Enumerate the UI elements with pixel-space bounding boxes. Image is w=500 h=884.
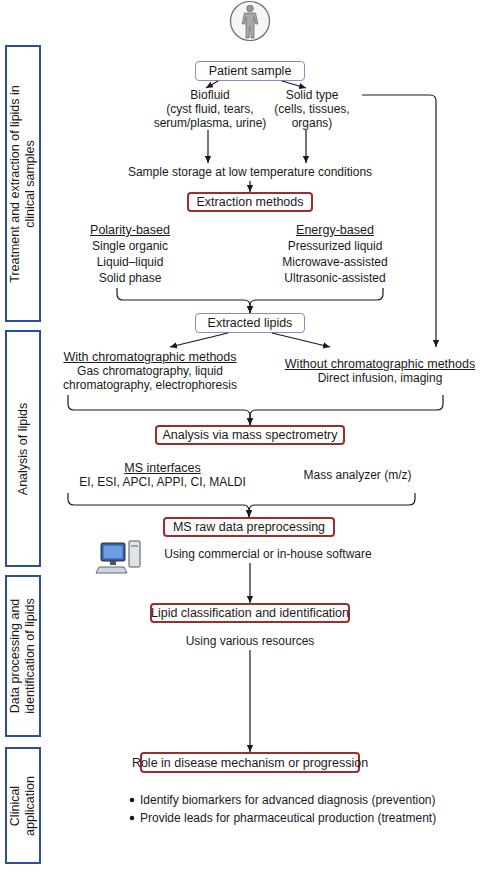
node-text: MS raw data preprocessing [173,520,325,534]
patient-icon [231,2,270,41]
screen [104,546,123,559]
tower-slot [131,546,138,547]
flow-arrow [249,650,250,752]
patient-body [242,13,258,38]
process-box: Extraction methods [187,192,313,212]
band-label: Treatment and extraction of lipids in cl… [8,66,38,301]
flow-arrow [362,95,436,347]
node-text: Gas chromatography, liquid chromatograph… [55,364,245,392]
flow-arrow [272,333,330,347]
flow-arrow [249,181,250,192]
flow-arrow [207,130,208,163]
flow-arrow [68,493,249,517]
node-text: EI, ESI, APCI, APPI, CI, MALDI [79,475,246,489]
flow-arrow [117,288,250,313]
node-text: Single organic [92,238,168,254]
node-text: Mass analyzer (m/z) [303,468,411,482]
process-box: Lipid classification and identification [150,603,350,623]
flow-arrow [250,288,383,313]
node-text: Microwave-assisted [282,254,387,270]
stage-band: Data processing and identification of li… [5,575,41,737]
stage-band: Analysis of lipids [5,330,41,567]
node-heading: With chromatographic methods [64,350,237,364]
node-text: Using commercial or in-house software [164,547,371,561]
node-text: Solid phase [99,270,162,286]
process-box: Role in disease mechanism or progression [140,752,360,773]
flow-arrow [282,81,306,88]
method-list: Polarity-basedSingle organicLiquid–liqui… [75,220,185,288]
flow-arrow [249,493,415,517]
flow-arrow [305,130,306,163]
node-text: Solid type [286,88,339,102]
keyboard [96,567,127,573]
node-text: Lipid classification and identification [151,606,349,620]
monitor-stand [110,561,116,565]
node-text: (cells, tissues, organs) [262,102,362,130]
flow-arrow [249,563,250,603]
process-box: Analysis via mass spectrometry [155,425,345,445]
bullet-text: Provide leads for pharmaceutical product… [140,811,436,825]
stage-band: Treatment and extraction of lipids in cl… [5,45,41,322]
bullet-dot [130,816,135,821]
step-text: Using commercial or in-house software [148,545,388,563]
patient-head [247,5,254,12]
node-heading: Without chromatographic methods [285,357,475,371]
sample-type: Solid type(cells, tissues, organs) [262,88,362,130]
method-group: Without chromatographic methodsDirect in… [262,347,498,395]
node-text: Sample storage at low temperature condit… [128,165,372,179]
method-list: Energy-basedPressurized liquidMicrowave-… [265,220,405,288]
node-heading: MS interfaces [124,461,200,475]
stage-band: Clinical application [5,747,41,864]
node-text: Using various resources [186,634,315,648]
band-label: Analysis of lipids [16,349,31,549]
step-text: Using various resources [175,632,325,650]
node-text: Direct infusion, imaging [318,371,443,385]
node-heading: Polarity-based [90,222,170,238]
band-label: Clinical application [8,761,38,851]
bullet-text: Identify biomarkers for advanced diagnos… [140,793,436,807]
method-group: With chromatographic methodsGas chromato… [55,347,245,395]
step-text: Sample storage at low temperature condit… [110,163,390,181]
sample-type: Biofluid(cyst fluid, tears, serum/plasma… [145,88,275,130]
computer-icon [96,541,140,573]
node-text: Patient sample [209,64,292,78]
node-text: Ultrasonic-assisted [284,270,385,286]
sample-box: Patient sample [195,61,305,81]
tower [129,541,140,567]
node-text: Extracted lipids [208,316,293,330]
node-text: Role in disease mechanism or progression [132,756,368,770]
node-text: Extraction methods [197,195,304,209]
band-label: Data processing and identification of li… [8,584,38,729]
flow-arrow [250,395,443,425]
node-text: Biofluid [190,88,229,102]
flow-arrow [170,333,228,347]
node-text: (cyst fluid, tears, serum/plasma, urine) [145,102,275,130]
node-text: Analysis via mass spectrometry [162,428,337,442]
node-text: Pressurized liquid [288,238,383,254]
bullet-dot [130,798,135,803]
monitor [101,543,125,561]
patient-icon-ring [231,2,270,41]
process-box: MS raw data preprocessing [163,517,335,537]
flow-arrow [68,395,250,425]
node-text: Liquid–liquid [97,254,164,270]
result-box: Extracted lipids [195,313,305,333]
flow-arrow [206,81,218,88]
method-group: MS interfacesEI, ESI, APCI, APPI, CI, MA… [55,457,270,493]
node-heading: Energy-based [296,222,374,238]
method-group: Mass analyzer (m/z) [295,457,420,493]
